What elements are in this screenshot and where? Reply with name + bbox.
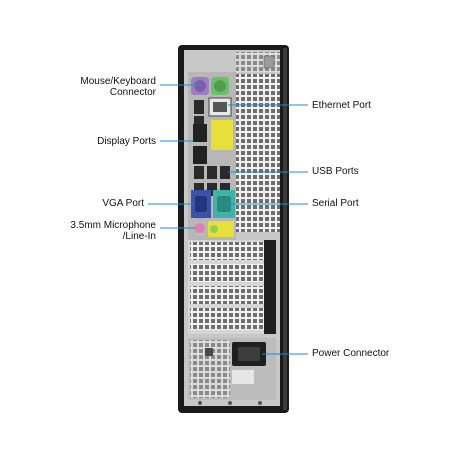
label-usb-ports: USB Ports <box>312 166 359 177</box>
bottom-screw-1 <box>198 401 202 405</box>
usb-port-top-1 <box>194 100 204 114</box>
expansion-slot-4 <box>190 308 264 330</box>
usb-port-6 <box>220 183 230 196</box>
expansion-slot-1 <box>190 242 264 260</box>
yellow-warning-label <box>211 120 233 150</box>
label-vga-port: VGA Port <box>102 198 144 209</box>
label-mouse-keyboard-line1: Mouse/Keyboard <box>80 76 156 87</box>
label-serial-port: Serial Port <box>312 198 359 209</box>
bottom-screw-2 <box>228 401 232 405</box>
label-mouse-keyboard: Mouse/Keyboard Connector <box>70 76 156 98</box>
psu-led <box>205 348 213 356</box>
expansion-slot-3 <box>190 286 264 304</box>
label-ethernet-port: Ethernet Port <box>312 100 371 111</box>
label-power-connector: Power Connector <box>312 348 390 359</box>
audio-line-out-jack <box>210 225 218 233</box>
usb-port-4 <box>194 183 204 196</box>
psu-label <box>232 370 254 384</box>
label-microphone: 3.5mm Microphone /Line-In <box>50 220 156 242</box>
ethernet-socket <box>213 102 227 112</box>
label-microphone-line1: 3.5mm Microphone <box>70 220 156 231</box>
top-latch <box>263 55 275 69</box>
label-microphone-line2: /Line-In <box>122 231 156 242</box>
label-mouse-keyboard-line2: Connector <box>109 87 156 98</box>
audio-line-in-jack <box>195 223 205 233</box>
serial-socket <box>217 196 231 212</box>
expansion-slot-2 <box>190 264 264 282</box>
case-side-highlight <box>283 48 287 410</box>
bottom-screw-3 <box>258 401 262 405</box>
vga-socket <box>195 196 207 212</box>
main-vent-grille <box>236 74 280 232</box>
display-port-2 <box>193 146 207 164</box>
audio-line-out-block <box>208 221 234 237</box>
power-socket <box>238 347 260 361</box>
usb-port-top-2 <box>194 116 204 130</box>
usb-port-2 <box>207 166 217 179</box>
usb-port-1 <box>194 166 204 179</box>
ps2-keyboard-socket <box>214 80 226 92</box>
ps2-mouse-socket <box>194 80 206 92</box>
usb-port-3 <box>220 166 230 179</box>
label-display-ports: Display Ports <box>97 136 156 147</box>
usb-port-5 <box>207 183 217 196</box>
display-port-1 <box>193 124 207 142</box>
expansion-slot-bracket <box>264 240 276 334</box>
